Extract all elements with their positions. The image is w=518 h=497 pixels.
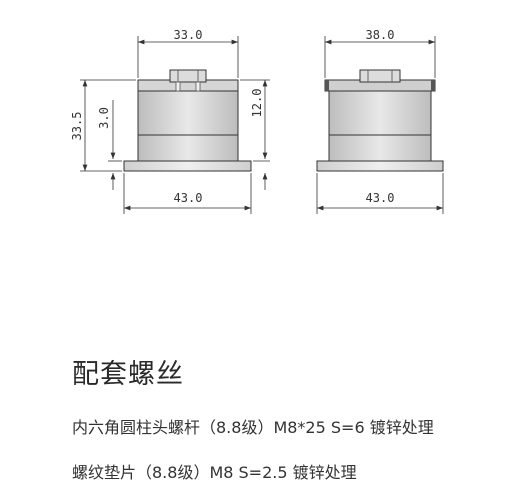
left-base-height-dim: 3.0 bbox=[97, 107, 111, 129]
left-total-height-dim: 33.5 bbox=[70, 112, 84, 141]
left-top-width-dim: 33.0 bbox=[174, 28, 203, 42]
right-top-width-dim: 38.0 bbox=[366, 28, 395, 42]
right-nut bbox=[359, 69, 401, 83]
left-base-plate bbox=[123, 160, 252, 172]
right-lower-body bbox=[328, 134, 432, 162]
technical-drawing: 33.0 43.0 33.5 3.0 12.0 bbox=[70, 28, 444, 214]
left-view: 33.0 43.0 33.5 3.0 12.0 bbox=[70, 28, 270, 214]
screw-spec-line: 内六角圆柱头螺杆（8.8级）M8*25 S=6 镀锌处理 bbox=[72, 418, 434, 437]
right-base-width-dim: 43.0 bbox=[366, 191, 395, 205]
left-upper-height-dim: 12.0 bbox=[250, 89, 264, 118]
right-view: 38.0 43.0 bbox=[316, 28, 444, 214]
right-upper-body bbox=[328, 90, 432, 136]
right-base-plate bbox=[316, 160, 444, 172]
left-lower-body bbox=[137, 134, 239, 162]
left-base-width-dim: 43.0 bbox=[174, 191, 203, 205]
section-title: 配套螺丝 bbox=[72, 359, 184, 390]
left-upper-body bbox=[137, 90, 239, 136]
left-nut bbox=[169, 69, 207, 83]
washer-spec-line: 螺纹垫片（8.8级）M8 S=2.5 镀锌处理 bbox=[72, 463, 357, 482]
